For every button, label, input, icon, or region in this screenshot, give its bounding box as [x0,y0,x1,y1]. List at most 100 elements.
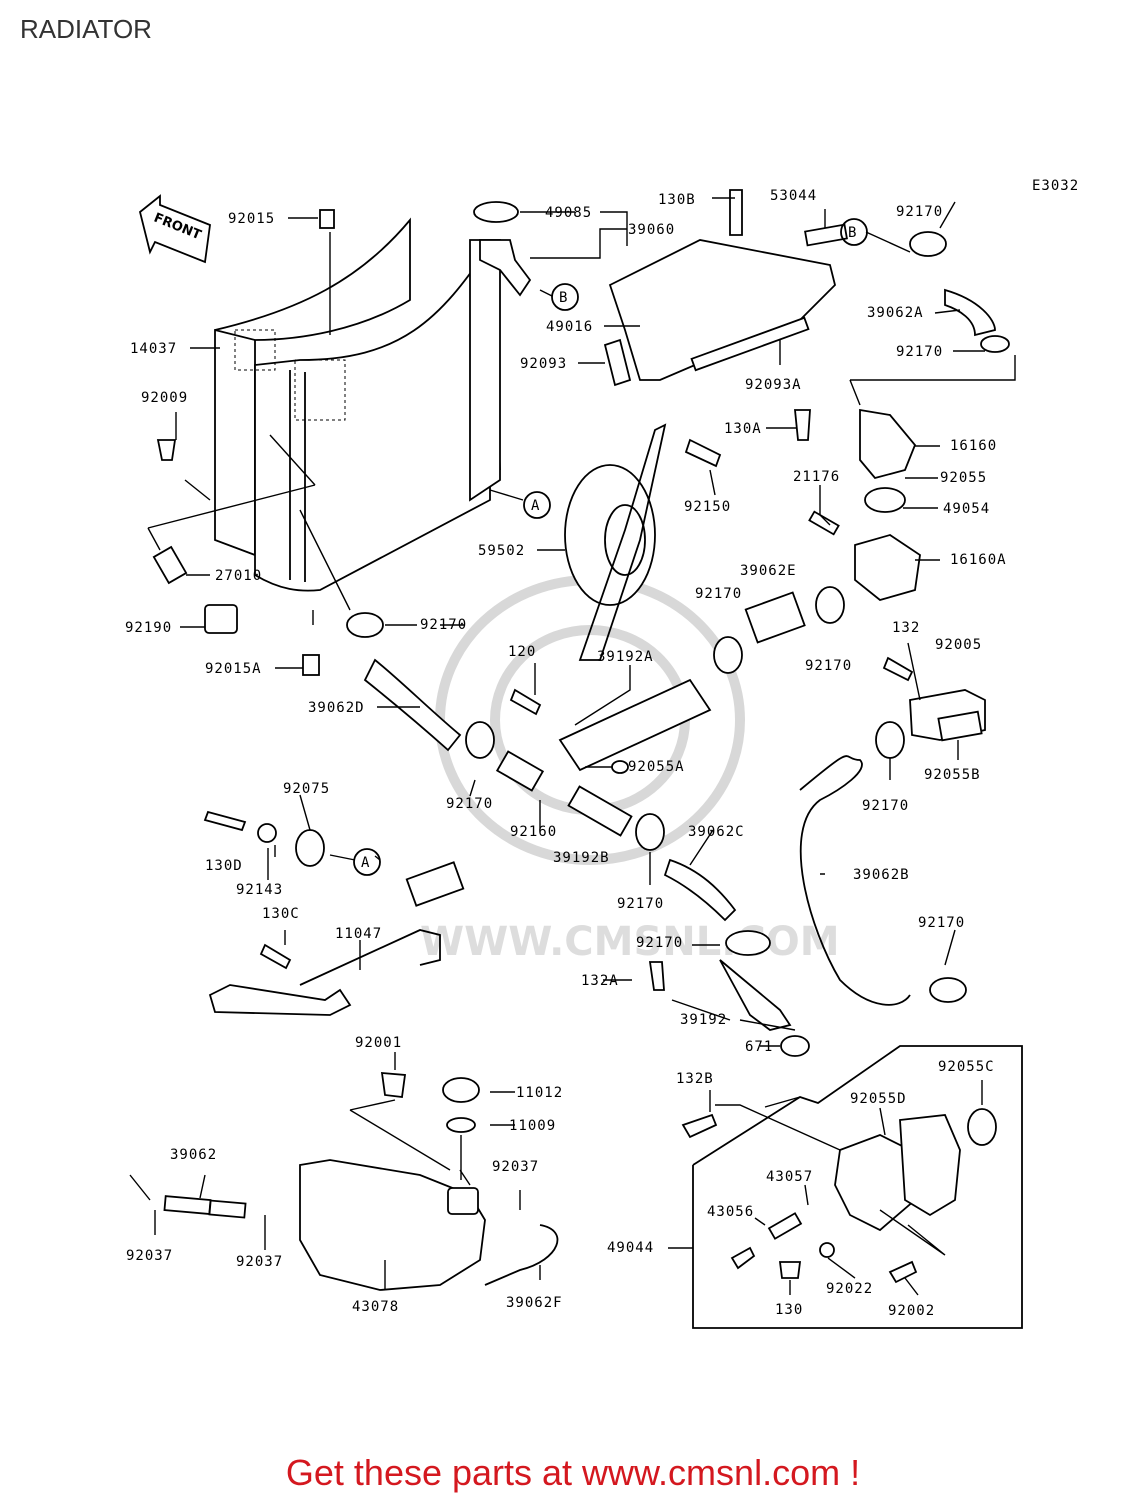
bracket-mount [405,861,465,907]
hose-39062e [744,591,806,644]
part-label: 92055B [924,767,981,783]
part-label: 92022 [826,1281,873,1297]
part-label: 27010 [215,568,262,584]
hose-39062a [944,288,996,337]
part-label: 43078 [352,1299,399,1315]
part-label: 39062E [740,563,797,579]
bolt-130d [203,810,247,832]
thermostat-icon [864,487,906,513]
part-label: 53044 [770,188,817,204]
part-label: 671 [745,1039,773,1055]
radiator-cap-icon [473,201,519,223]
leader-lines [129,197,1016,1296]
part-label: 92170 [420,617,467,633]
part-label: 92015A [205,661,262,677]
part-label: 92093 [520,356,567,372]
diagram-code: E3032 [1032,178,1079,194]
bolt-92002 [888,1260,918,1284]
part-label: 43057 [766,1169,813,1185]
part-label: 49044 [607,1240,654,1256]
svg-text:B: B [559,290,568,306]
part-label: 92170 [862,798,909,814]
part-label: 132A [581,973,619,989]
bolt-132b [681,1113,718,1139]
part-label: 92002 [888,1303,935,1319]
part-label: 130D [205,858,243,874]
collar-92143 [257,823,277,843]
part-label: 39192 [680,1012,727,1028]
cooling-fan [564,423,667,661]
callout-a-icon: A [489,489,551,519]
part-label: 132B [676,1071,714,1087]
front-arrow-icon: FRONT [138,194,211,264]
watermark-text: WWW.CMSNL.COM [420,919,840,965]
pipe-39192b [567,785,633,837]
part-label: 11012 [516,1085,563,1101]
bolt-120 [509,688,542,716]
part-label: 39062B [853,867,910,883]
part-label: 39192A [597,649,654,665]
callout-a-icon-2: A [353,848,381,876]
hose-43057 [767,1212,803,1240]
damper-92075 [295,829,325,867]
water-pump-impeller [899,1114,961,1217]
hose-39062b [799,755,911,1006]
radiator-parts-diagram: WWW.CMSNL.COM E3032 FRONT [125,178,1079,1329]
pipe-39192 [719,959,792,1031]
sensor-21176 [808,510,840,536]
plug-92190 [204,604,238,634]
o-ring-92055c-icon [967,1108,997,1146]
water-pump-housing [834,1134,916,1232]
page-title: RADIATOR [20,14,152,44]
part-label: 92093A [745,377,802,393]
seal-53044 [804,223,848,247]
reservoir-cap-icon [442,1077,480,1103]
seal-92093a [690,316,810,372]
gasket-92055b [937,710,983,742]
part-label: 39062 [170,1147,217,1163]
clip-92015a [302,654,320,676]
part-label: 59502 [478,543,525,559]
part-label: 39062F [506,1295,563,1311]
part-label: 16160 [950,438,997,454]
part-label: 92055A [628,759,685,775]
part-label: 16160A [950,552,1007,568]
part-label: 92055 [940,470,987,486]
part-label: 92037 [126,1248,173,1264]
part-label: 49016 [546,319,593,335]
part-label: 39062C [688,824,745,840]
bolt-92001 [380,1072,407,1098]
part-label: 130B [658,192,696,208]
switch-27010 [152,545,188,585]
part-label: 132 [892,620,920,636]
bolt-130 [778,1261,802,1279]
part-label: 39062D [308,700,365,716]
hose-39062 [163,1195,212,1215]
part-label: 130 [775,1302,803,1318]
part-label: 11009 [509,1118,556,1134]
filler-neck [479,239,532,297]
part-label: 92037 [492,1159,539,1175]
part-labels: 92015 49085 39060 130B 53044 92170 49016… [125,188,1007,1319]
part-label: 92143 [236,882,283,898]
bolt-132a [648,961,665,991]
thermostat-housing [854,534,921,601]
part-label: 92170 [896,204,943,220]
part-label: 92160 [510,824,557,840]
hose-clamps [346,231,1010,1003]
water-pump-box [692,1045,1023,1329]
clip-92015 [319,209,335,229]
bolt-130c [259,943,292,970]
hose-39062c [663,858,737,922]
svg-text:B: B [848,225,857,241]
part-label: 92170 [918,915,965,931]
part-label: 92190 [125,620,172,636]
pipe-92160 [495,750,545,792]
svg-text:A: A [361,855,370,871]
footer-promo-link[interactable]: Get these parts at www.cmsnl.com ! [285,1452,861,1493]
part-label: 92075 [283,781,330,797]
part-label: 14037 [130,341,177,357]
part-label: 92170 [617,896,664,912]
part-label: 92170 [446,796,493,812]
part-label: 120 [508,644,536,660]
